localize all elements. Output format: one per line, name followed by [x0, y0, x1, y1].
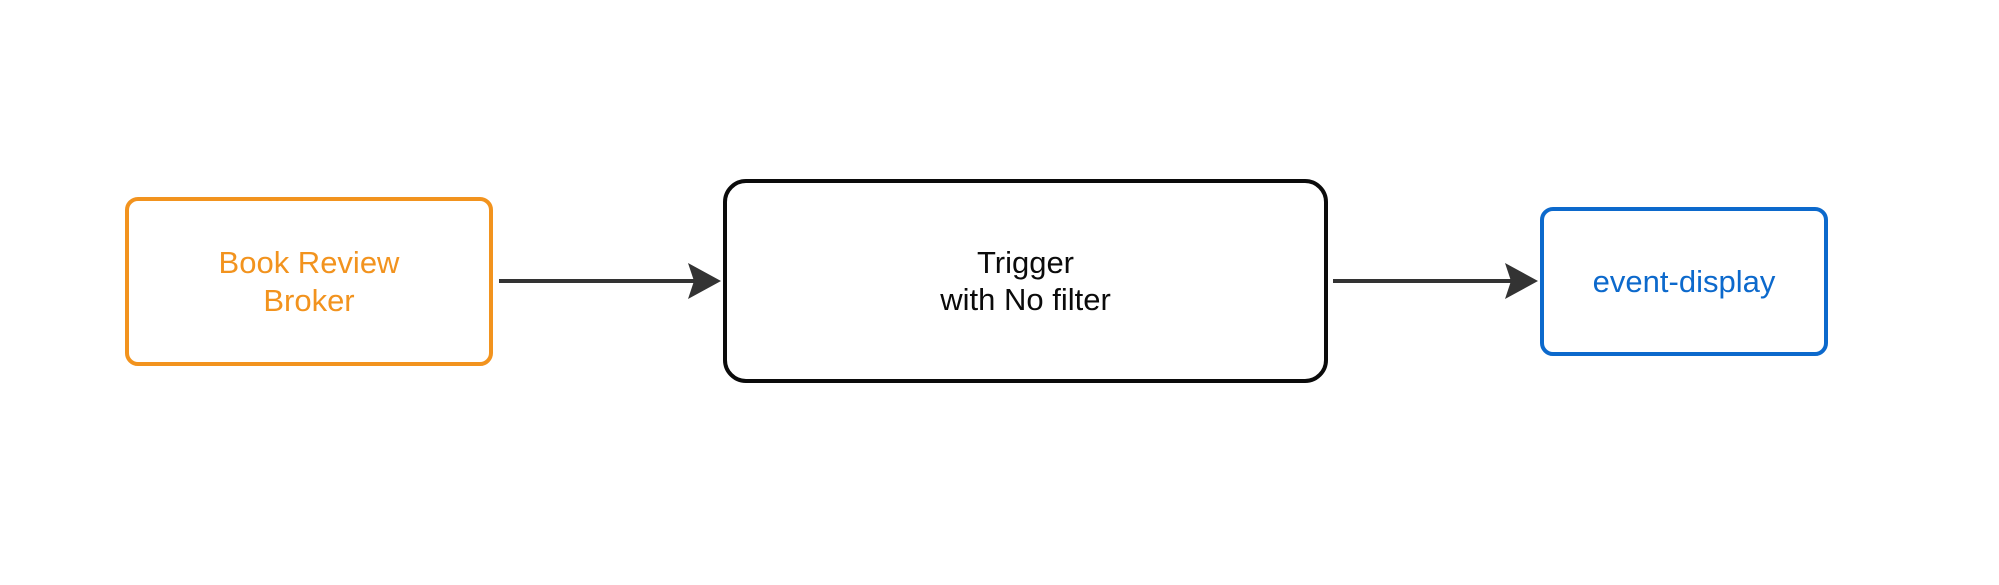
node-event-display-label: event-display — [1592, 263, 1776, 299]
node-event-display[interactable]: event-display — [1540, 207, 1828, 356]
node-book-review-broker-label: Book Review Broker — [218, 245, 400, 318]
edge-trigger-to-sink-arrowhead — [1505, 263, 1538, 299]
node-book-review-broker[interactable]: Book Review Broker — [125, 197, 493, 366]
node-trigger-with-no-filter-label: Trigger with No filter — [940, 244, 1111, 317]
edge-trigger-to-sink — [1333, 263, 1538, 299]
node-trigger-with-no-filter[interactable]: Trigger with No filter — [723, 179, 1328, 383]
edge-broker-to-trigger — [499, 263, 721, 299]
edge-broker-to-trigger-arrowhead — [688, 263, 721, 299]
